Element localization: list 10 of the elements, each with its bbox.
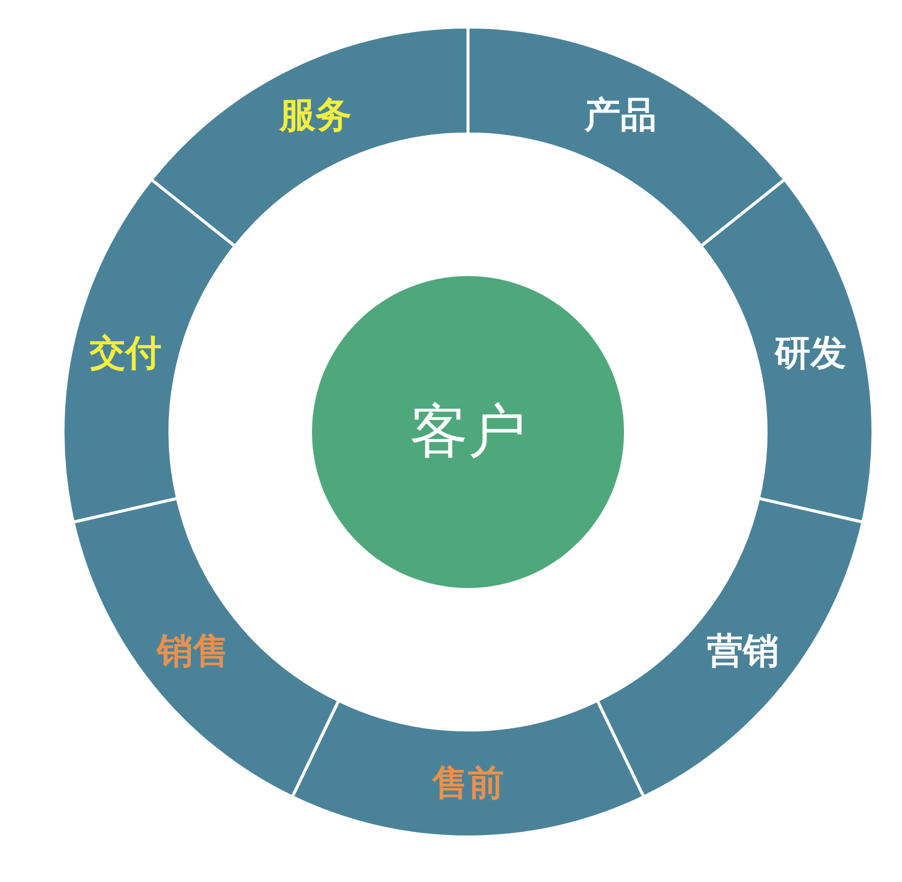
segment-label: 交付 — [89, 332, 162, 376]
segment-label: 销售 — [157, 630, 230, 674]
segment-label: 售前 — [432, 762, 504, 806]
ring-segment — [150, 26, 470, 248]
segment-label: 研发 — [774, 332, 847, 376]
segment-label: 营销 — [706, 630, 779, 674]
center-circle — [312, 276, 624, 588]
segment-label: 产品 — [584, 94, 656, 138]
segment-label: 服务 — [279, 94, 352, 138]
center-label: 客户 — [410, 396, 526, 467]
